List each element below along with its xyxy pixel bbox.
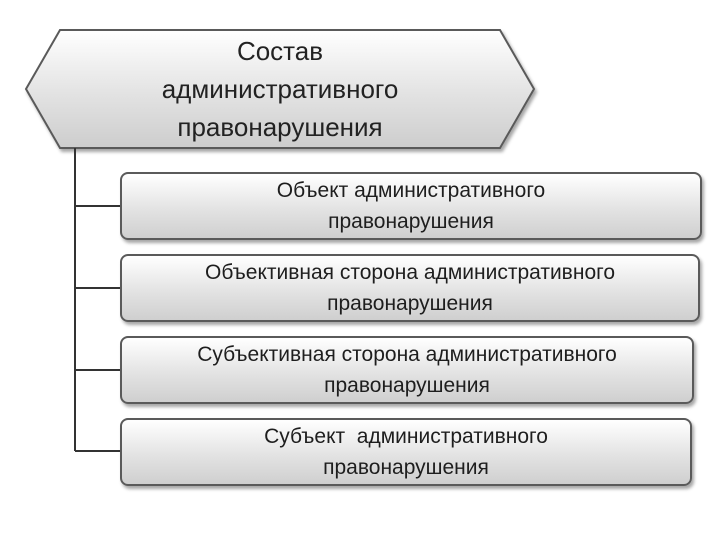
element-box-subject: Субъект административного правонарушения	[120, 418, 692, 486]
element-object-line-2: правонарушения	[328, 210, 494, 233]
root-title-line-2: административного	[161, 74, 399, 104]
element-objective-side-line-1: Объективная сторона административного	[204, 261, 615, 284]
root-hexagon-shape	[24, 29, 536, 149]
root-title-line-3: правонарушения	[177, 112, 383, 142]
root-node-title: Состав административного правонарушения	[60, 30, 500, 148]
element-object-line-1: Объект административного	[276, 179, 546, 202]
element-box-objective-side: Объективная сторона административного пр…	[120, 254, 700, 322]
element-subject-line-1: Субъект административного	[264, 425, 548, 448]
element-box-subjective-side: Субъективная сторона административного п…	[120, 336, 694, 404]
element-subjective-side-line-1: Субъективная сторона административного	[197, 343, 617, 366]
root-title-line-1: Состав	[236, 36, 324, 66]
element-subjective-side-line-2: правонарушения	[324, 374, 490, 397]
element-box-object: Объект административного правонарушения	[120, 172, 702, 240]
element-objective-side-line-2: правонарушения	[327, 292, 493, 315]
element-subject-line-2: правонарушения	[323, 456, 489, 479]
